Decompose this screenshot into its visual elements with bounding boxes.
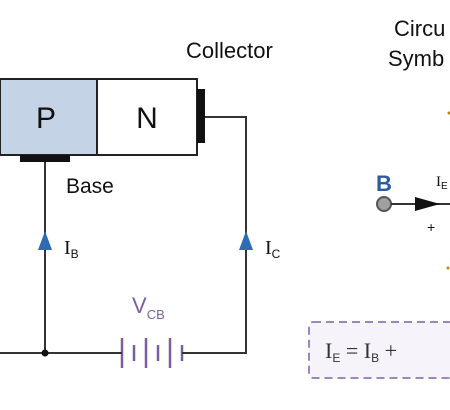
- collector-label: Collector: [186, 38, 273, 63]
- base-contact: [20, 155, 70, 162]
- ic-label: IC: [265, 237, 281, 261]
- junction-dot: [41, 349, 49, 357]
- collector-wire: [190, 116, 247, 354]
- ib-arrow-icon: [38, 231, 52, 250]
- transistor-body: P N: [0, 78, 205, 162]
- n-region: [96, 78, 198, 156]
- ic-arrow-icon: [239, 231, 253, 250]
- p-region-label: P: [36, 102, 56, 135]
- battery-vcb: [120, 338, 184, 368]
- circuit-symbol-title-line2: Symb: [388, 46, 444, 71]
- symbol-arrow-icon: [415, 197, 440, 211]
- ib-label: IB: [64, 237, 79, 261]
- symbol-dot: [446, 266, 450, 270]
- symbol-dot: [447, 111, 450, 115]
- equation-box: [308, 321, 450, 379]
- symbol-current-label: IE: [436, 174, 448, 192]
- equation-text: IE = IB +: [325, 338, 397, 365]
- base-label: Base: [66, 175, 114, 198]
- terminal-dot: [376, 196, 392, 212]
- circuit-symbol-title-line1: Circu: [394, 16, 445, 41]
- symbol-plus-sign: +: [427, 219, 435, 235]
- circuit-symbol: B IE +: [376, 111, 450, 270]
- n-region-label: N: [136, 102, 158, 135]
- collector-contact: [197, 89, 205, 143]
- symbol-terminal-b: B: [376, 171, 392, 196]
- vcb-label: VCB: [132, 293, 165, 322]
